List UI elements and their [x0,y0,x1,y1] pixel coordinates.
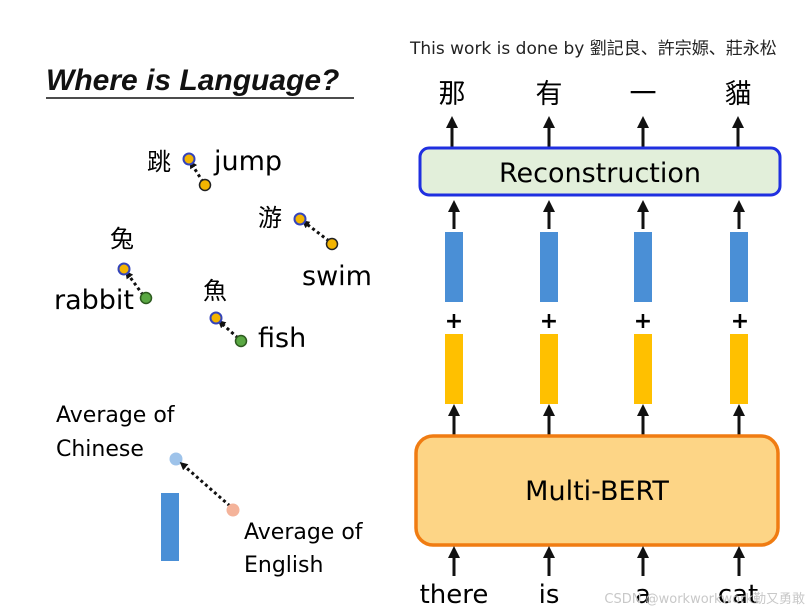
zh-word-swim: 游 [258,204,282,232]
dot-zh-swim [293,212,307,226]
dot-en-rabbit [139,291,153,305]
avg-english-line1: Average of [244,520,364,545]
en-word-jump: jump [213,146,282,177]
input-token: a [635,580,651,610]
zh-word-fish: 魚 [203,277,227,305]
yellow-vectors [445,334,748,404]
blue-vector [540,232,558,302]
output-tokens: 那 有 一 貓 [439,79,752,110]
yellow-vector [634,334,652,404]
dot-avg-chinese [169,452,183,466]
multibert-box [414,434,780,547]
dot-zh-fish [209,311,223,325]
input-token: is [539,580,560,610]
arrows-from-input [448,546,745,576]
avg-english-line2: English [244,553,323,578]
arrow-swim [301,220,330,243]
output-token: 一 [630,79,657,110]
dot-avg-english [226,503,240,517]
reconstruction-label: Reconstruction [499,158,701,189]
en-word-rabbit: rabbit [54,285,134,316]
arrows-to-output [446,116,744,147]
input-token: there [420,580,489,610]
blue-vector [634,232,652,302]
reconstruction-box [418,146,782,197]
avg-chinese-line2: Chinese [56,437,144,462]
plus-sign: + [731,309,749,334]
difference-bar [161,493,179,561]
plus-signs: + + + + [445,309,749,334]
dot-en-fish [234,334,248,348]
arrow-fish [217,320,239,340]
avg-chinese-line1: Average of [56,403,176,428]
dot-en-swim [325,237,339,251]
plus-sign: + [445,309,463,334]
arrows-from-multibert [448,404,745,436]
blue-vector [445,232,463,302]
left-title: Where is Language? [46,64,339,97]
credit-line: This work is done by 劉記良、許宗嫄、莊永松 [409,39,777,59]
en-word-swim: swim [302,261,372,292]
input-tokens: there is a cat [420,580,759,610]
yellow-vector [540,334,558,404]
en-word-fish: fish [258,323,306,354]
input-token: cat [718,580,758,610]
output-token: 貓 [725,79,752,110]
blue-vector [730,232,748,302]
output-token: 有 [536,79,563,110]
plus-sign: + [634,309,652,334]
zh-word-rabbit: 兔 [110,225,134,253]
dot-zh-jump [182,152,196,166]
yellow-vector [445,334,463,404]
plus-sign: + [540,309,558,334]
zh-word-jump: 跳 [147,148,171,176]
arrow-avg [179,462,231,508]
arrows-to-reconstruction [448,200,745,229]
dot-en-jump [198,178,212,192]
watermark: CSDN @workworkwork勤又勇敢 [604,592,805,607]
blue-vectors [445,232,748,302]
multibert-label: Multi-BERT [525,476,669,507]
arrow-rabbit [125,270,145,296]
arrow-jump [189,160,205,183]
dot-zh-rabbit [117,262,131,276]
yellow-vector [730,334,748,404]
output-token: 那 [439,79,466,110]
